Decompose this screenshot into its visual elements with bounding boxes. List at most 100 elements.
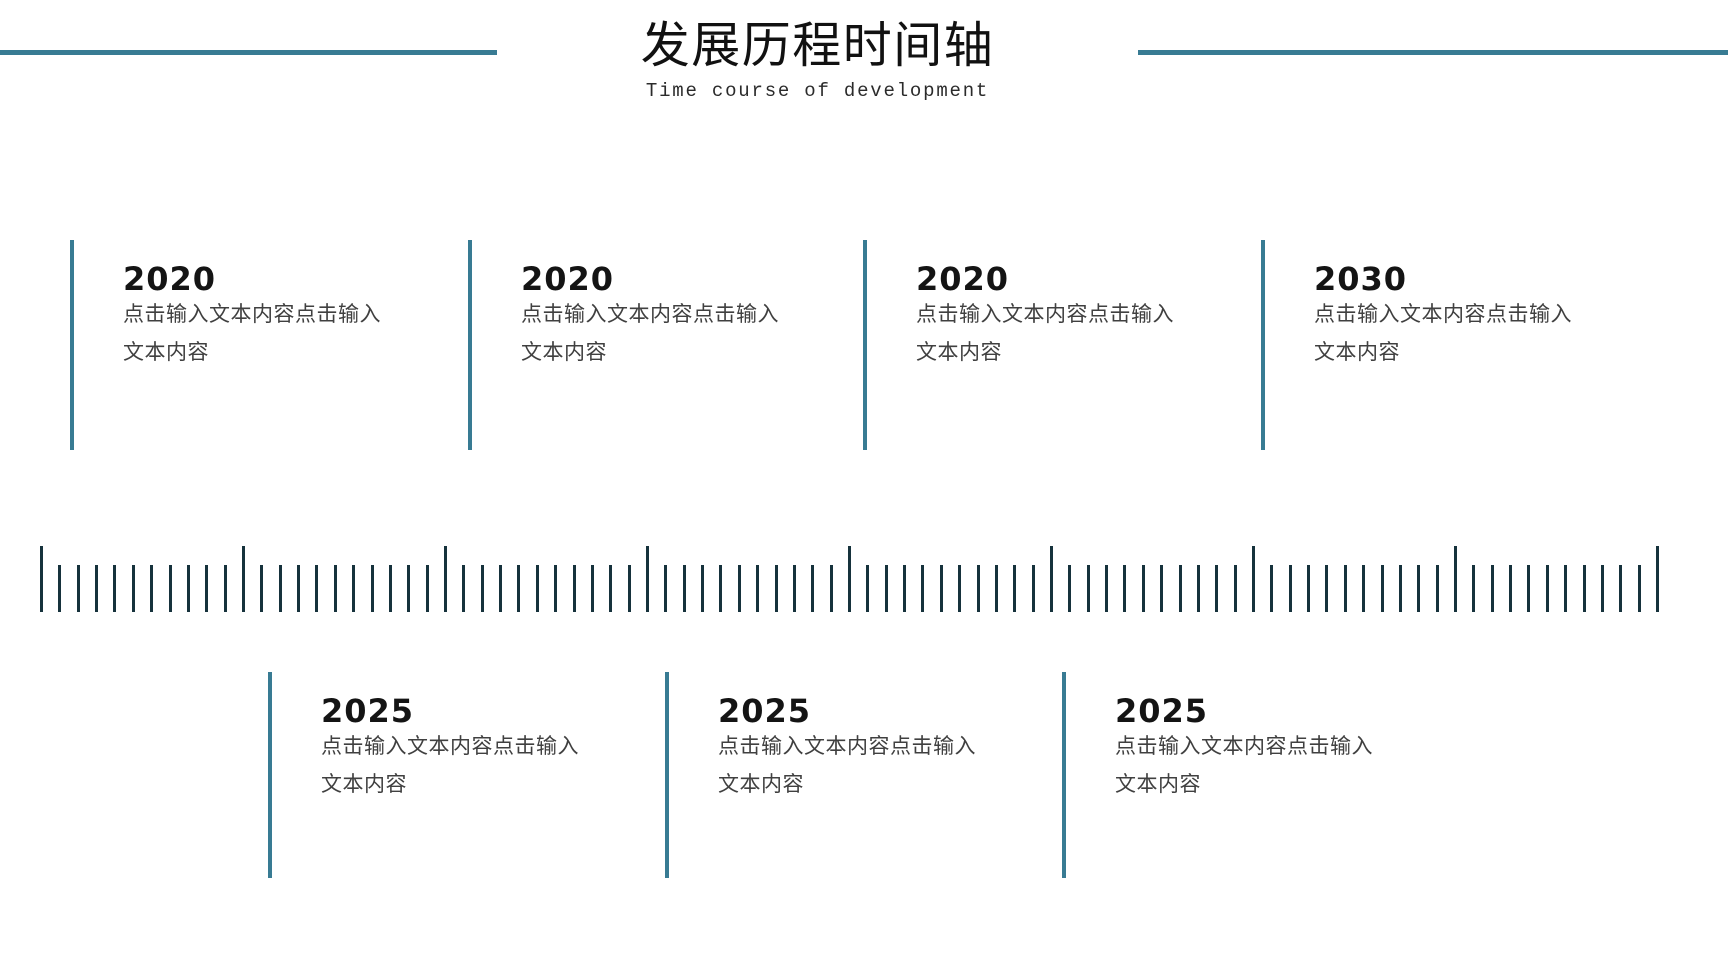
- timeline-entry-description[interactable]: 点击输入文本内容点击输入文本内容: [1115, 735, 1373, 796]
- ruler-major-tick: [646, 546, 649, 612]
- timeline-entry-bar: [1062, 672, 1066, 878]
- ruler-minor-tick: [1325, 565, 1329, 612]
- ruler-minor-tick: [1343, 565, 1347, 612]
- timeline-entry-bottom-1: 2025 点击输入文本内容点击输入文本内容: [268, 672, 608, 878]
- ruler-minor-tick: [1380, 565, 1384, 612]
- ruler-minor-tick: [58, 565, 62, 612]
- ruler-minor-tick: [554, 565, 558, 612]
- ruler-minor-tick: [627, 565, 631, 612]
- ruler-minor-tick: [499, 565, 503, 612]
- ruler-minor-tick: [903, 565, 907, 612]
- slide-title[interactable]: 发展历程时间轴: [640, 19, 995, 73]
- timeline-entry-top-1: 2020 点击输入文本内容点击输入文本内容: [70, 240, 410, 450]
- ruler-minor-tick: [76, 565, 80, 612]
- ruler-minor-tick: [737, 565, 741, 612]
- ruler-minor-tick: [792, 565, 796, 612]
- ruler-minor-tick: [278, 565, 282, 612]
- ruler-minor-tick: [1582, 565, 1586, 612]
- ruler-minor-tick: [1472, 565, 1476, 612]
- ruler-minor-tick: [811, 565, 815, 612]
- ruler-minor-tick: [1215, 565, 1219, 612]
- ruler-minor-tick: [1013, 565, 1017, 612]
- timeline-entry-top-2: 2020 点击输入文本内容点击输入文本内容: [468, 240, 808, 450]
- timeline-entry-bar: [268, 672, 272, 878]
- ruler-major-tick: [1656, 546, 1659, 612]
- slide-subtitle[interactable]: Time course of development: [645, 80, 990, 102]
- ruler-minor-tick: [1637, 565, 1641, 612]
- ruler-minor-tick: [682, 565, 686, 612]
- ruler-minor-tick: [315, 565, 319, 612]
- timeline-entry-year[interactable]: 2025: [718, 692, 812, 730]
- ruler-minor-tick: [774, 565, 778, 612]
- ruler-minor-tick: [1068, 565, 1072, 612]
- ruler-minor-tick: [1160, 565, 1164, 612]
- ruler-minor-tick: [1435, 565, 1439, 612]
- ruler-minor-tick: [260, 565, 264, 612]
- ruler-minor-tick: [756, 565, 760, 612]
- ruler-minor-tick: [1270, 565, 1274, 612]
- timeline-entry-bar: [70, 240, 74, 450]
- ruler-minor-tick: [884, 565, 888, 612]
- ruler-minor-tick: [1362, 565, 1366, 612]
- timeline-entry-year[interactable]: 2020: [916, 260, 1010, 298]
- ruler-minor-tick: [1178, 565, 1182, 612]
- ruler-minor-tick: [223, 565, 227, 612]
- ruler-minor-tick: [1564, 565, 1568, 612]
- ruler-minor-tick: [1417, 565, 1421, 612]
- ruler-major-tick: [1454, 546, 1457, 612]
- ruler-minor-tick: [1509, 565, 1513, 612]
- ruler-minor-tick: [1105, 565, 1109, 612]
- ruler-minor-tick: [572, 565, 576, 612]
- header-divider-left: [0, 50, 497, 55]
- ruler-minor-tick: [1031, 565, 1035, 612]
- ruler-minor-tick: [1086, 565, 1090, 612]
- ruler-minor-tick: [664, 565, 668, 612]
- ruler-major-tick: [1252, 546, 1255, 612]
- timeline-entry-top-4: 2030 点击输入文本内容点击输入文本内容: [1261, 240, 1601, 450]
- ruler-minor-tick: [1527, 565, 1531, 612]
- timeline-entry-description[interactable]: 点击输入文本内容点击输入文本内容: [916, 303, 1174, 364]
- ruler-minor-tick: [370, 565, 374, 612]
- ruler-minor-tick: [168, 565, 172, 612]
- ruler-minor-tick: [462, 565, 466, 612]
- ruler-minor-tick: [1490, 565, 1494, 612]
- ruler-minor-tick: [1600, 565, 1604, 612]
- ruler-minor-tick: [480, 565, 484, 612]
- ruler-minor-tick: [921, 565, 925, 612]
- ruler-minor-tick: [1398, 565, 1402, 612]
- header-divider-right: [1138, 50, 1728, 55]
- timeline-entry-year[interactable]: 2030: [1314, 260, 1408, 298]
- ruler-minor-tick: [113, 565, 117, 612]
- timeline-entry-description[interactable]: 点击输入文本内容点击输入文本内容: [123, 303, 381, 364]
- ruler-minor-tick: [150, 565, 154, 612]
- ruler-minor-tick: [297, 565, 301, 612]
- ruler-minor-tick: [1123, 565, 1127, 612]
- timeline-entry-year[interactable]: 2020: [521, 260, 615, 298]
- ruler-major-tick: [444, 546, 447, 612]
- ruler-minor-tick: [333, 565, 337, 612]
- timeline-entry-description[interactable]: 点击输入文本内容点击输入文本内容: [1314, 303, 1572, 364]
- ruler-major-tick: [848, 546, 851, 612]
- ruler-minor-tick: [829, 565, 833, 612]
- ruler-minor-tick: [958, 565, 962, 612]
- timeline-entry-description[interactable]: 点击输入文本内容点击输入文本内容: [718, 735, 976, 796]
- timeline-entry-year[interactable]: 2020: [123, 260, 217, 298]
- ruler-minor-tick: [976, 565, 980, 612]
- ruler-minor-tick: [517, 565, 521, 612]
- ruler-minor-tick: [609, 565, 613, 612]
- ruler-minor-tick: [425, 565, 429, 612]
- ruler-major-tick: [1050, 546, 1053, 612]
- timeline-ruler: [40, 546, 1659, 612]
- timeline-entry-bar: [1261, 240, 1265, 450]
- timeline-entry-bar: [468, 240, 472, 450]
- timeline-entry-description[interactable]: 点击输入文本内容点击输入文本内容: [321, 735, 579, 796]
- timeline-entry-description[interactable]: 点击输入文本内容点击输入文本内容: [521, 303, 779, 364]
- ruler-minor-tick: [1545, 565, 1549, 612]
- timeline-entry-year[interactable]: 2025: [1115, 692, 1209, 730]
- ruler-minor-tick: [131, 565, 135, 612]
- timeline-entry-bar: [863, 240, 867, 450]
- timeline-entry-year[interactable]: 2025: [321, 692, 415, 730]
- ruler-minor-tick: [407, 565, 411, 612]
- ruler-minor-tick: [701, 565, 705, 612]
